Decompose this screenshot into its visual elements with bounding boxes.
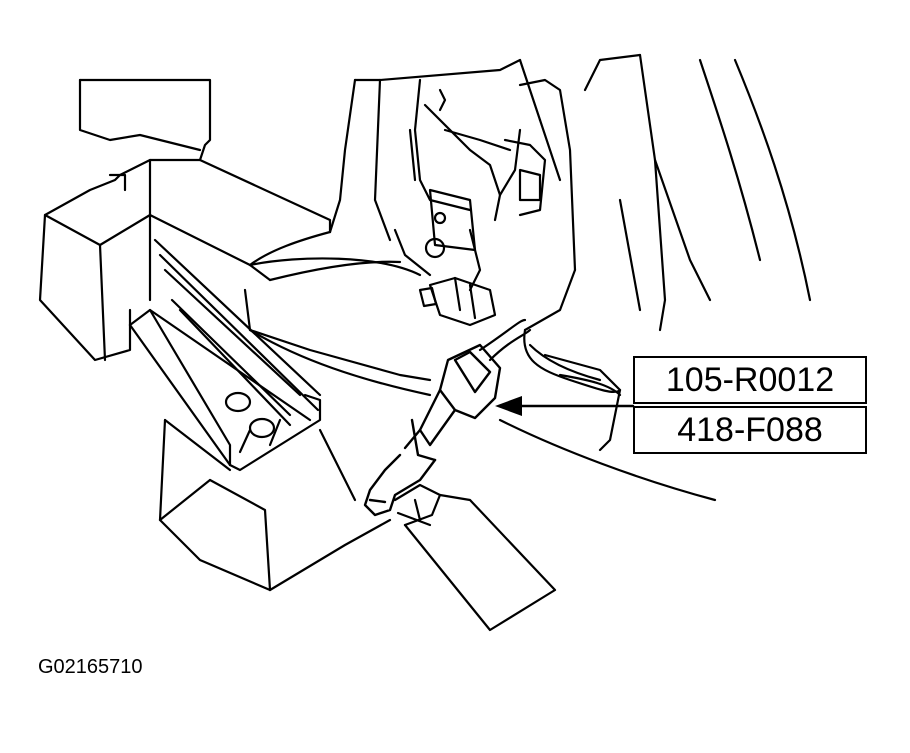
latch-mechanism — [393, 78, 547, 292]
figure-code: G02165710 — [38, 656, 143, 678]
leader-arrow — [495, 396, 635, 416]
latch-connector — [418, 276, 497, 327]
seat-block — [38, 78, 212, 362]
door-pillar — [328, 53, 812, 332]
seat-base — [158, 418, 392, 592]
tool-number-callout: 105-R0012 — [633, 356, 867, 404]
seat-rail — [128, 238, 322, 472]
harness-wire — [478, 318, 622, 394]
sensor-connector — [363, 343, 502, 517]
test-lead — [393, 483, 557, 632]
part-number-callout: 418-F088 — [633, 406, 867, 454]
